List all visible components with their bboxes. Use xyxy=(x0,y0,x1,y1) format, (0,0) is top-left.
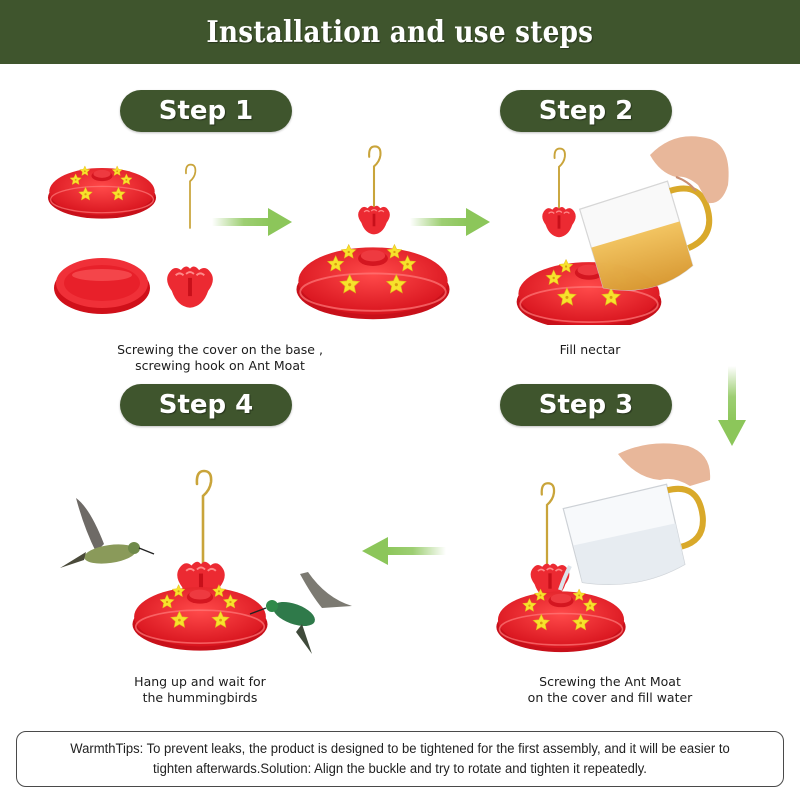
page-title: Installation and use steps xyxy=(206,14,594,50)
step-1-badge: Step 1 xyxy=(120,90,292,132)
arrow-left-icon xyxy=(362,537,446,565)
arrow-right-1-icon xyxy=(212,208,292,236)
step-4-label: Step 4 xyxy=(158,390,254,420)
hummingbird-right-icon xyxy=(249,572,352,654)
step-2-illustration xyxy=(500,125,740,325)
step-4-badge: Step 4 xyxy=(120,384,292,426)
step-3-caption: Screwing the Ant Moat on the cover and f… xyxy=(527,674,693,705)
warmth-tips-box: WarmthTips: To prevent leaks, the produc… xyxy=(16,731,784,787)
step-1-label: Step 1 xyxy=(158,96,254,126)
arrow-right-2-icon xyxy=(410,208,490,236)
step-4-caption: Hang up and wait for the hummingbirds xyxy=(134,674,266,705)
step-1-caption: Screwing the cover on the base , screwin… xyxy=(117,342,323,373)
step-2-caption: Fill nectar xyxy=(559,342,621,357)
title-banner: Installation and use steps xyxy=(0,0,800,64)
step-1-illustration xyxy=(40,150,220,330)
step-2-label: Step 2 xyxy=(538,96,634,126)
step-2-badge: Step 2 xyxy=(500,90,672,132)
step-3-illustration xyxy=(490,440,740,655)
step-4-illustration xyxy=(50,448,360,660)
step-3-label: Step 3 xyxy=(538,390,634,420)
hummingbird-left-icon xyxy=(60,498,155,568)
warmth-tips-text: WarmthTips: To prevent leaks, the produc… xyxy=(70,741,730,777)
step-3-badge: Step 3 xyxy=(500,384,672,426)
arrow-down-icon xyxy=(718,366,746,446)
